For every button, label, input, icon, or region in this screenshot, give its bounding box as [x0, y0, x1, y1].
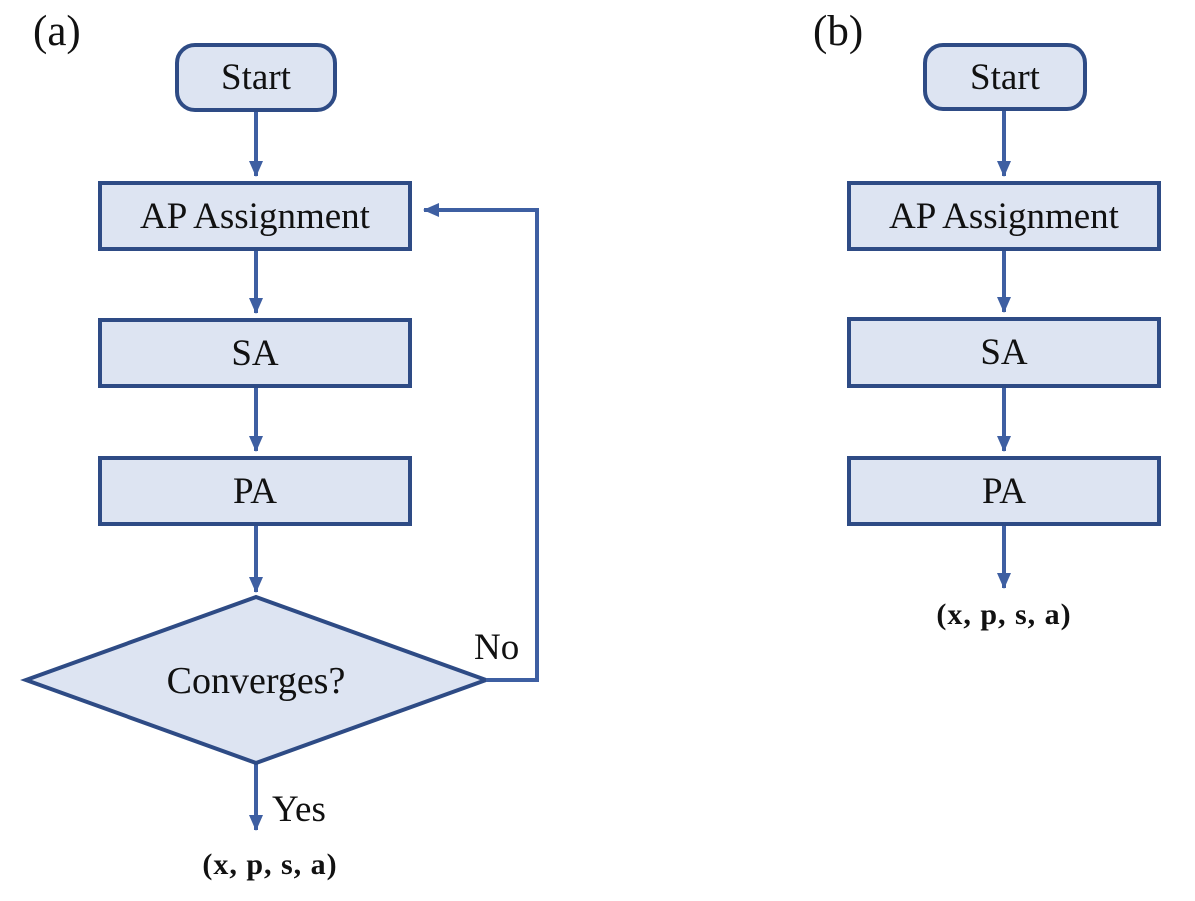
sa-node-a: SA	[98, 318, 412, 388]
panel-a-label: (a)	[33, 8, 81, 55]
start-node-b: Start	[923, 43, 1087, 111]
output-tuple-b: (x, p, s, a)	[936, 598, 1072, 631]
no-loop-line	[423, 203, 539, 682]
diamond-shape	[20, 594, 492, 766]
panel-b-label: (b)	[813, 8, 864, 55]
converges-decision-label: Converges?	[166, 660, 346, 702]
ap-assignment-node-b: AP Assignment	[847, 181, 1161, 251]
yes-edge-label: Yes	[272, 789, 326, 830]
ap-assignment-node-a: AP Assignment	[98, 181, 412, 251]
sa-node-b: SA	[847, 317, 1161, 388]
pa-node-b: PA	[847, 456, 1161, 526]
start-node-a: Start	[175, 43, 337, 112]
pa-node-a: PA	[98, 456, 412, 526]
output-tuple-a: (x, p, s, a)	[202, 848, 338, 881]
no-edge-label: No	[474, 627, 520, 668]
